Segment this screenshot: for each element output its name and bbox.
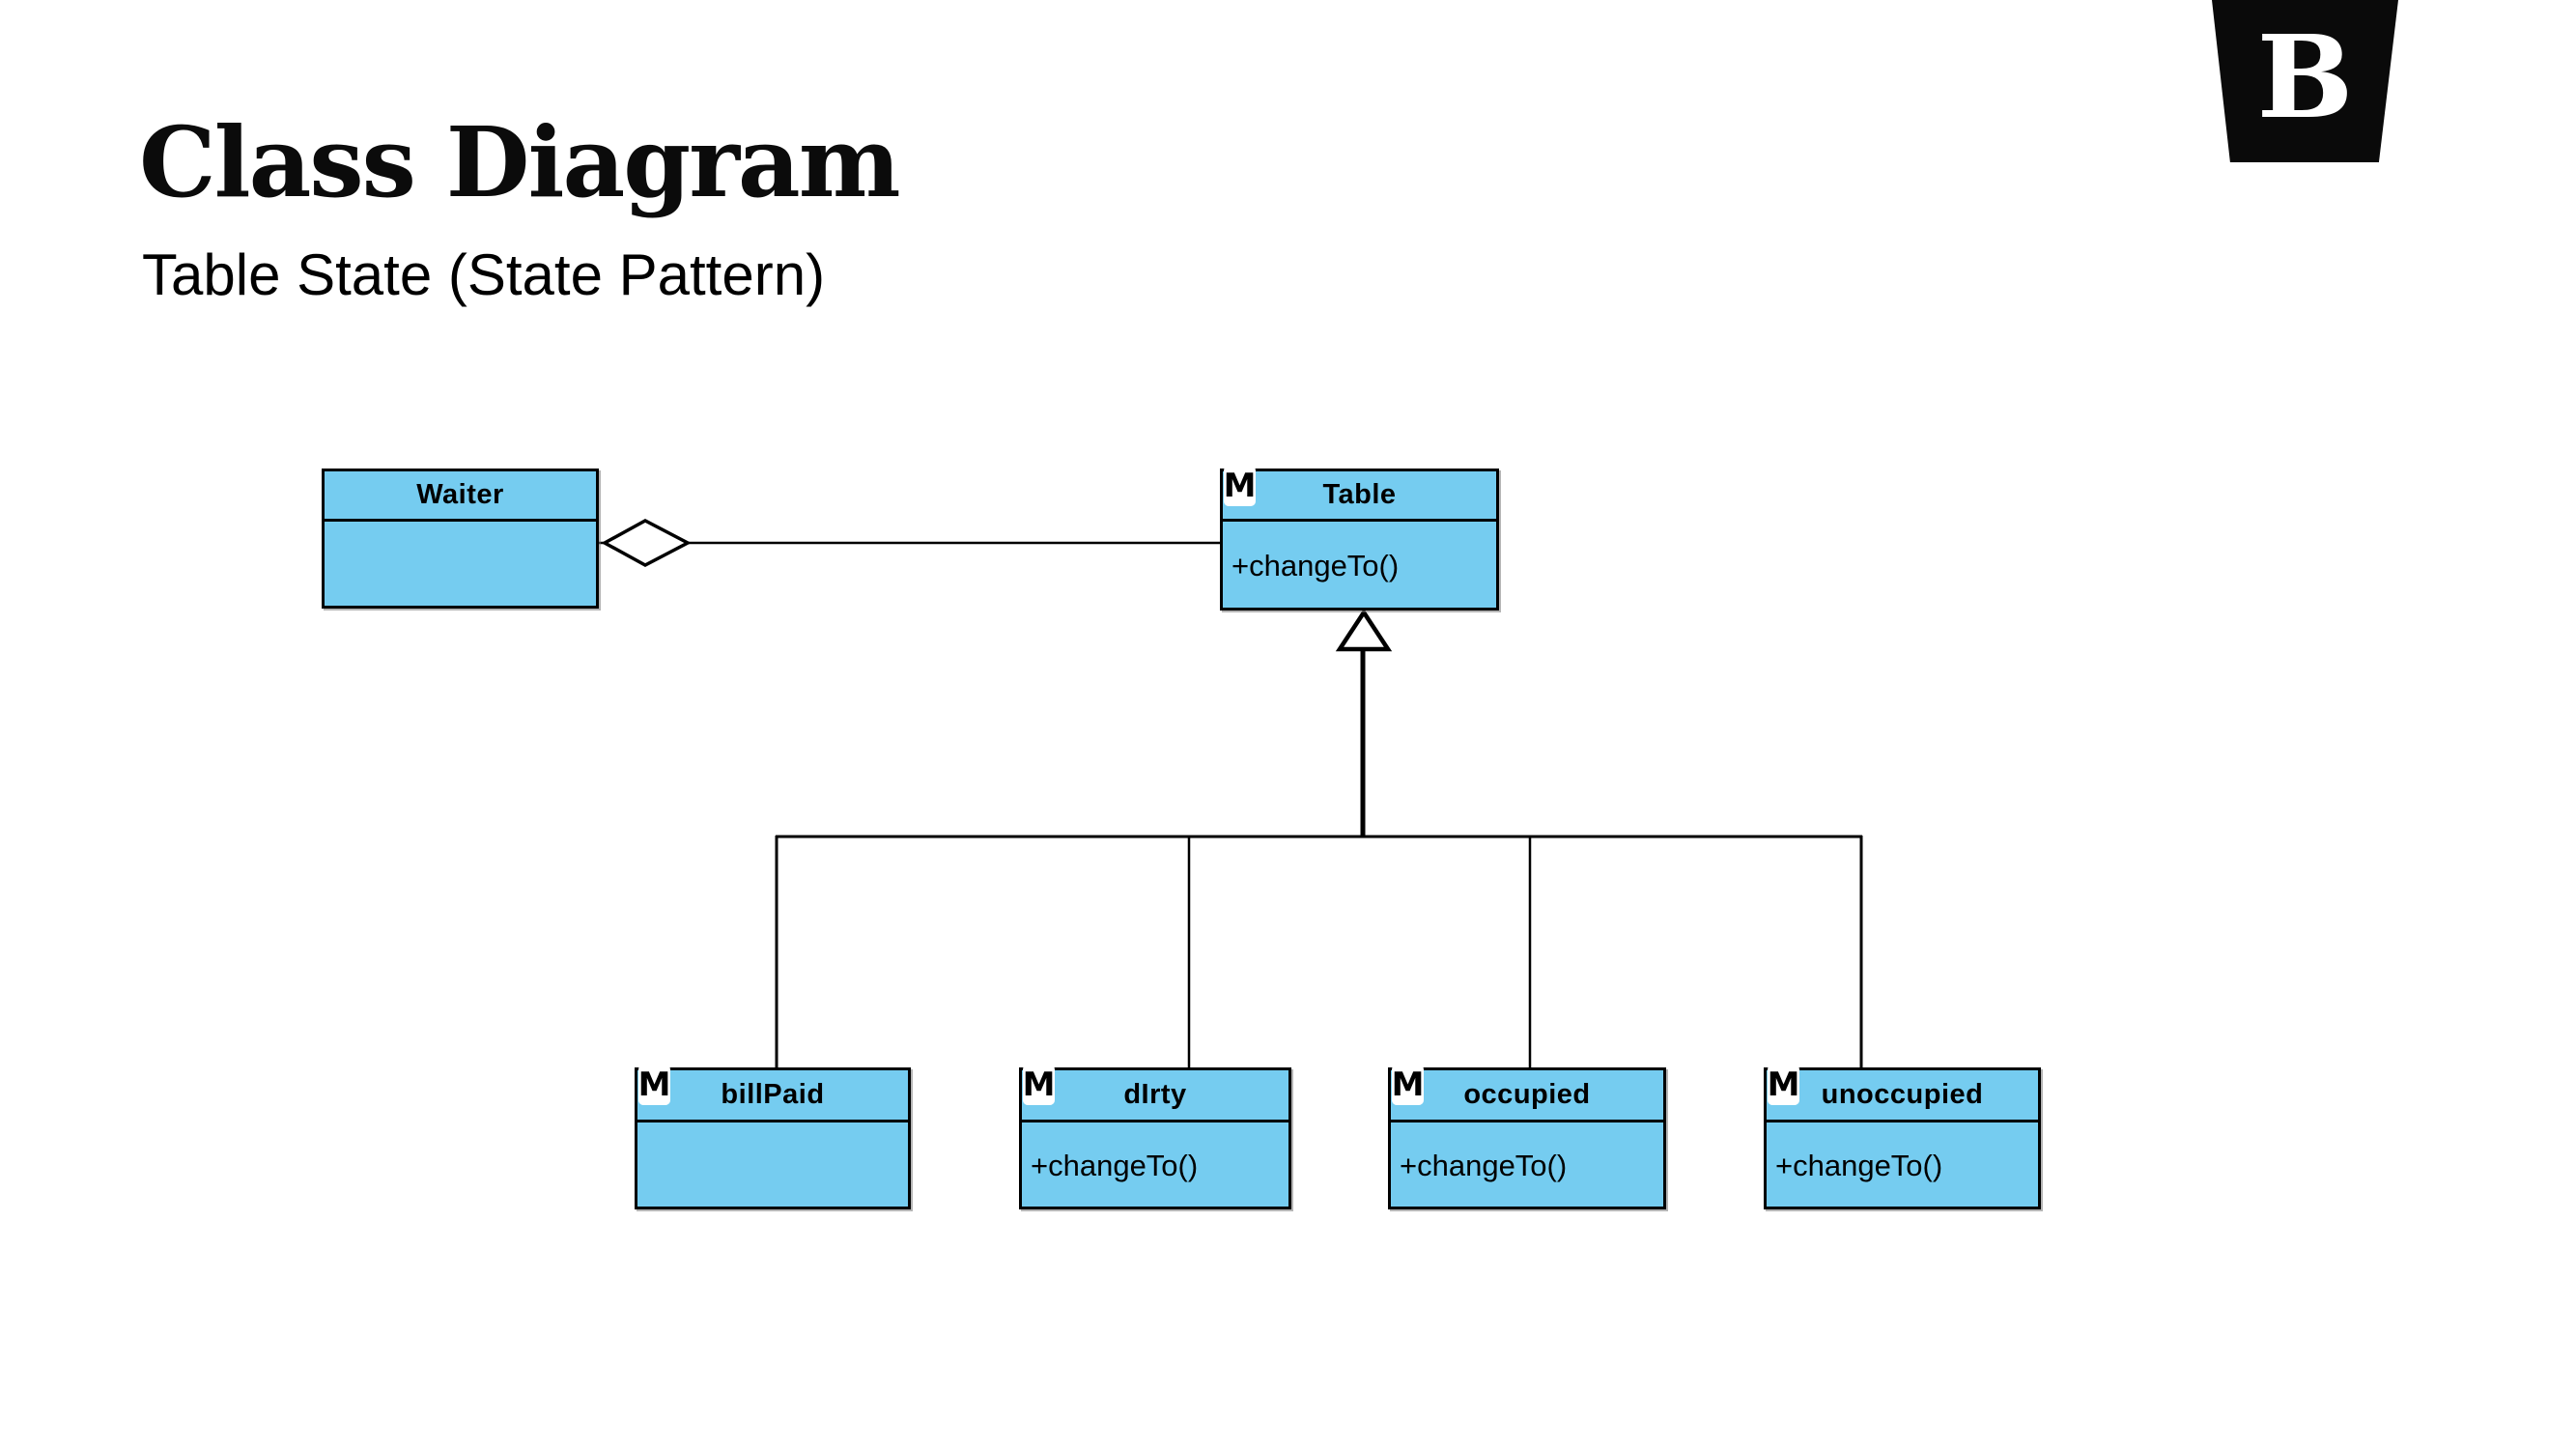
class-header: M occupied <box>1391 1065 1663 1122</box>
class-name: dIrty <box>1123 1079 1187 1110</box>
model-stereotype-icon: M <box>1391 1065 1425 1105</box>
class-box-unoccupied[interactable]: M unoccupied +changeTo() <box>1764 1065 2041 1209</box>
brand-logo-letter: B <box>2256 10 2354 144</box>
class-body: +changeTo() <box>1767 1125 2038 1207</box>
class-name: Waiter <box>416 479 504 510</box>
class-header: M billPaid <box>637 1065 908 1122</box>
class-box-billpaid[interactable]: M billPaid <box>635 1065 911 1209</box>
model-stereotype-icon: M <box>1022 1065 1056 1105</box>
class-header: Waiter <box>325 471 596 522</box>
class-name: billPaid <box>721 1079 825 1110</box>
page-subtitle: Table State (State Pattern) <box>142 242 826 307</box>
aggregation-diamond-icon <box>601 519 692 567</box>
class-name: Table <box>1322 479 1397 510</box>
method-label: +changeTo() <box>1400 1149 1568 1182</box>
class-body <box>637 1125 908 1207</box>
class-body: +changeTo() <box>1022 1125 1288 1207</box>
model-stereotype-icon: M <box>637 1065 671 1105</box>
page-title: Class Diagram <box>139 105 900 219</box>
class-name: unoccupied <box>1821 1079 1984 1110</box>
brand-logo: B <box>2212 0 2398 162</box>
method-label: +changeTo() <box>1231 549 1400 582</box>
class-box-occupied[interactable]: M occupied +changeTo() <box>1388 1065 1666 1209</box>
class-box-table[interactable]: M Table +changeTo() <box>1220 466 1499 611</box>
method-label: +changeTo() <box>1031 1149 1199 1182</box>
class-header: M Table <box>1223 466 1496 522</box>
method-label: +changeTo() <box>1775 1149 1943 1182</box>
model-stereotype-icon: M <box>1767 1065 1800 1105</box>
class-body <box>325 525 596 606</box>
class-box-dirty[interactable]: M dIrty +changeTo() <box>1019 1065 1291 1209</box>
class-header: M unoccupied <box>1767 1065 2038 1122</box>
class-body: +changeTo() <box>1391 1125 1663 1207</box>
class-body: +changeTo() <box>1223 525 1496 608</box>
generalization-arrowhead-icon <box>1335 608 1393 652</box>
class-name: occupied <box>1463 1079 1591 1110</box>
class-header: M dIrty <box>1022 1065 1288 1122</box>
class-box-waiter[interactable]: Waiter <box>322 469 599 609</box>
model-stereotype-icon: M <box>1223 466 1257 506</box>
